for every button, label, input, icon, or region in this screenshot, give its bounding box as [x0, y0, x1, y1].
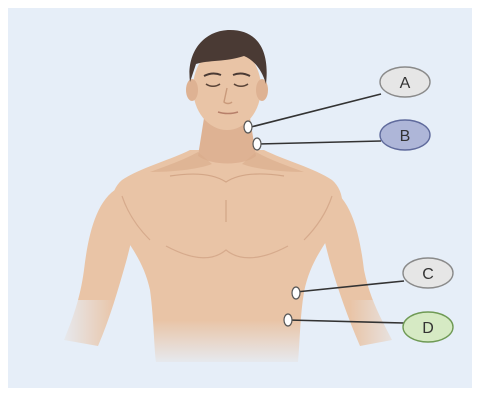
label-b-callout[interactable]: B — [380, 120, 430, 150]
site-marker-a — [244, 121, 252, 133]
label-a-text: A — [400, 75, 411, 92]
label-b-text: B — [400, 128, 411, 145]
label-c-text: C — [422, 266, 434, 283]
label-c-callout[interactable]: C — [403, 258, 453, 288]
label-a-callout[interactable]: A — [380, 67, 430, 97]
site-marker-d — [284, 314, 292, 326]
site-marker-b — [253, 138, 261, 150]
label-d-callout[interactable]: D — [403, 312, 453, 342]
site-marker-c — [292, 287, 300, 299]
label-d-text: D — [422, 320, 434, 337]
